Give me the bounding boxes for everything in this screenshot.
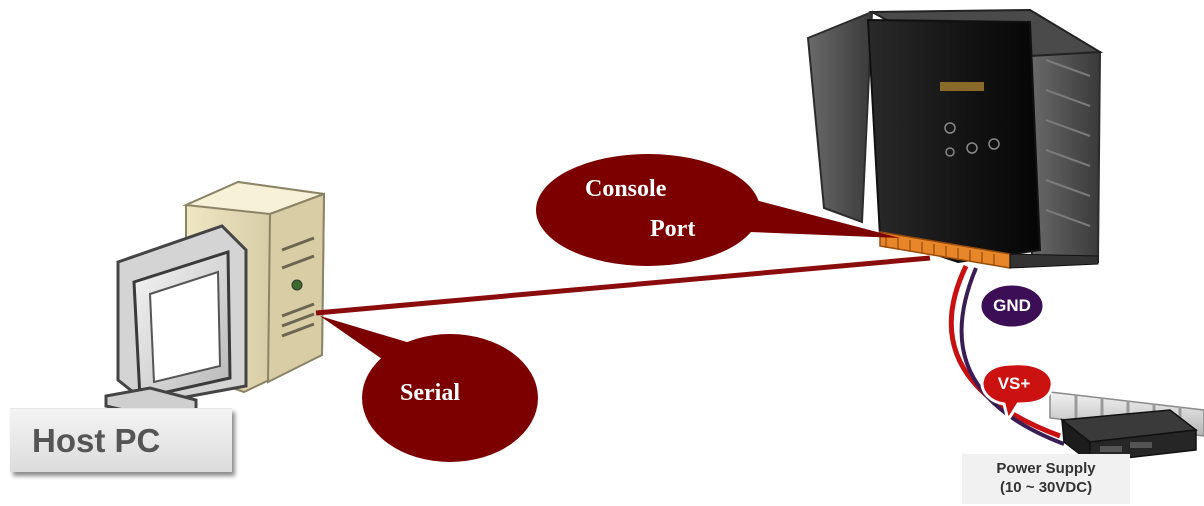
host-pc-icon [104, 180, 326, 418]
controller-device-icon [806, 8, 1104, 269]
power-supply-label-line1: Power Supply [996, 460, 1096, 477]
console-port-callout [536, 154, 900, 266]
power-wires [948, 264, 1065, 446]
gnd-label: GND [993, 296, 1031, 315]
vs-plus-label: VS+ [997, 374, 1031, 393]
serial-cable [315, 255, 931, 316]
serial-label: Serial [400, 380, 460, 406]
power-supply-label-line2: (10 ~ 30VDC) [999, 479, 1093, 496]
serial-callout [320, 316, 538, 462]
gnd-pill [978, 282, 1046, 330]
vs-plus-pill [980, 362, 1054, 424]
console-label-line2: Port [650, 216, 696, 242]
power-supply-label: Power Supply (10 ~ 30VDC) [962, 454, 1130, 504]
console-label-line1: Console [585, 176, 667, 202]
host-pc-label: Host PC [10, 408, 232, 472]
